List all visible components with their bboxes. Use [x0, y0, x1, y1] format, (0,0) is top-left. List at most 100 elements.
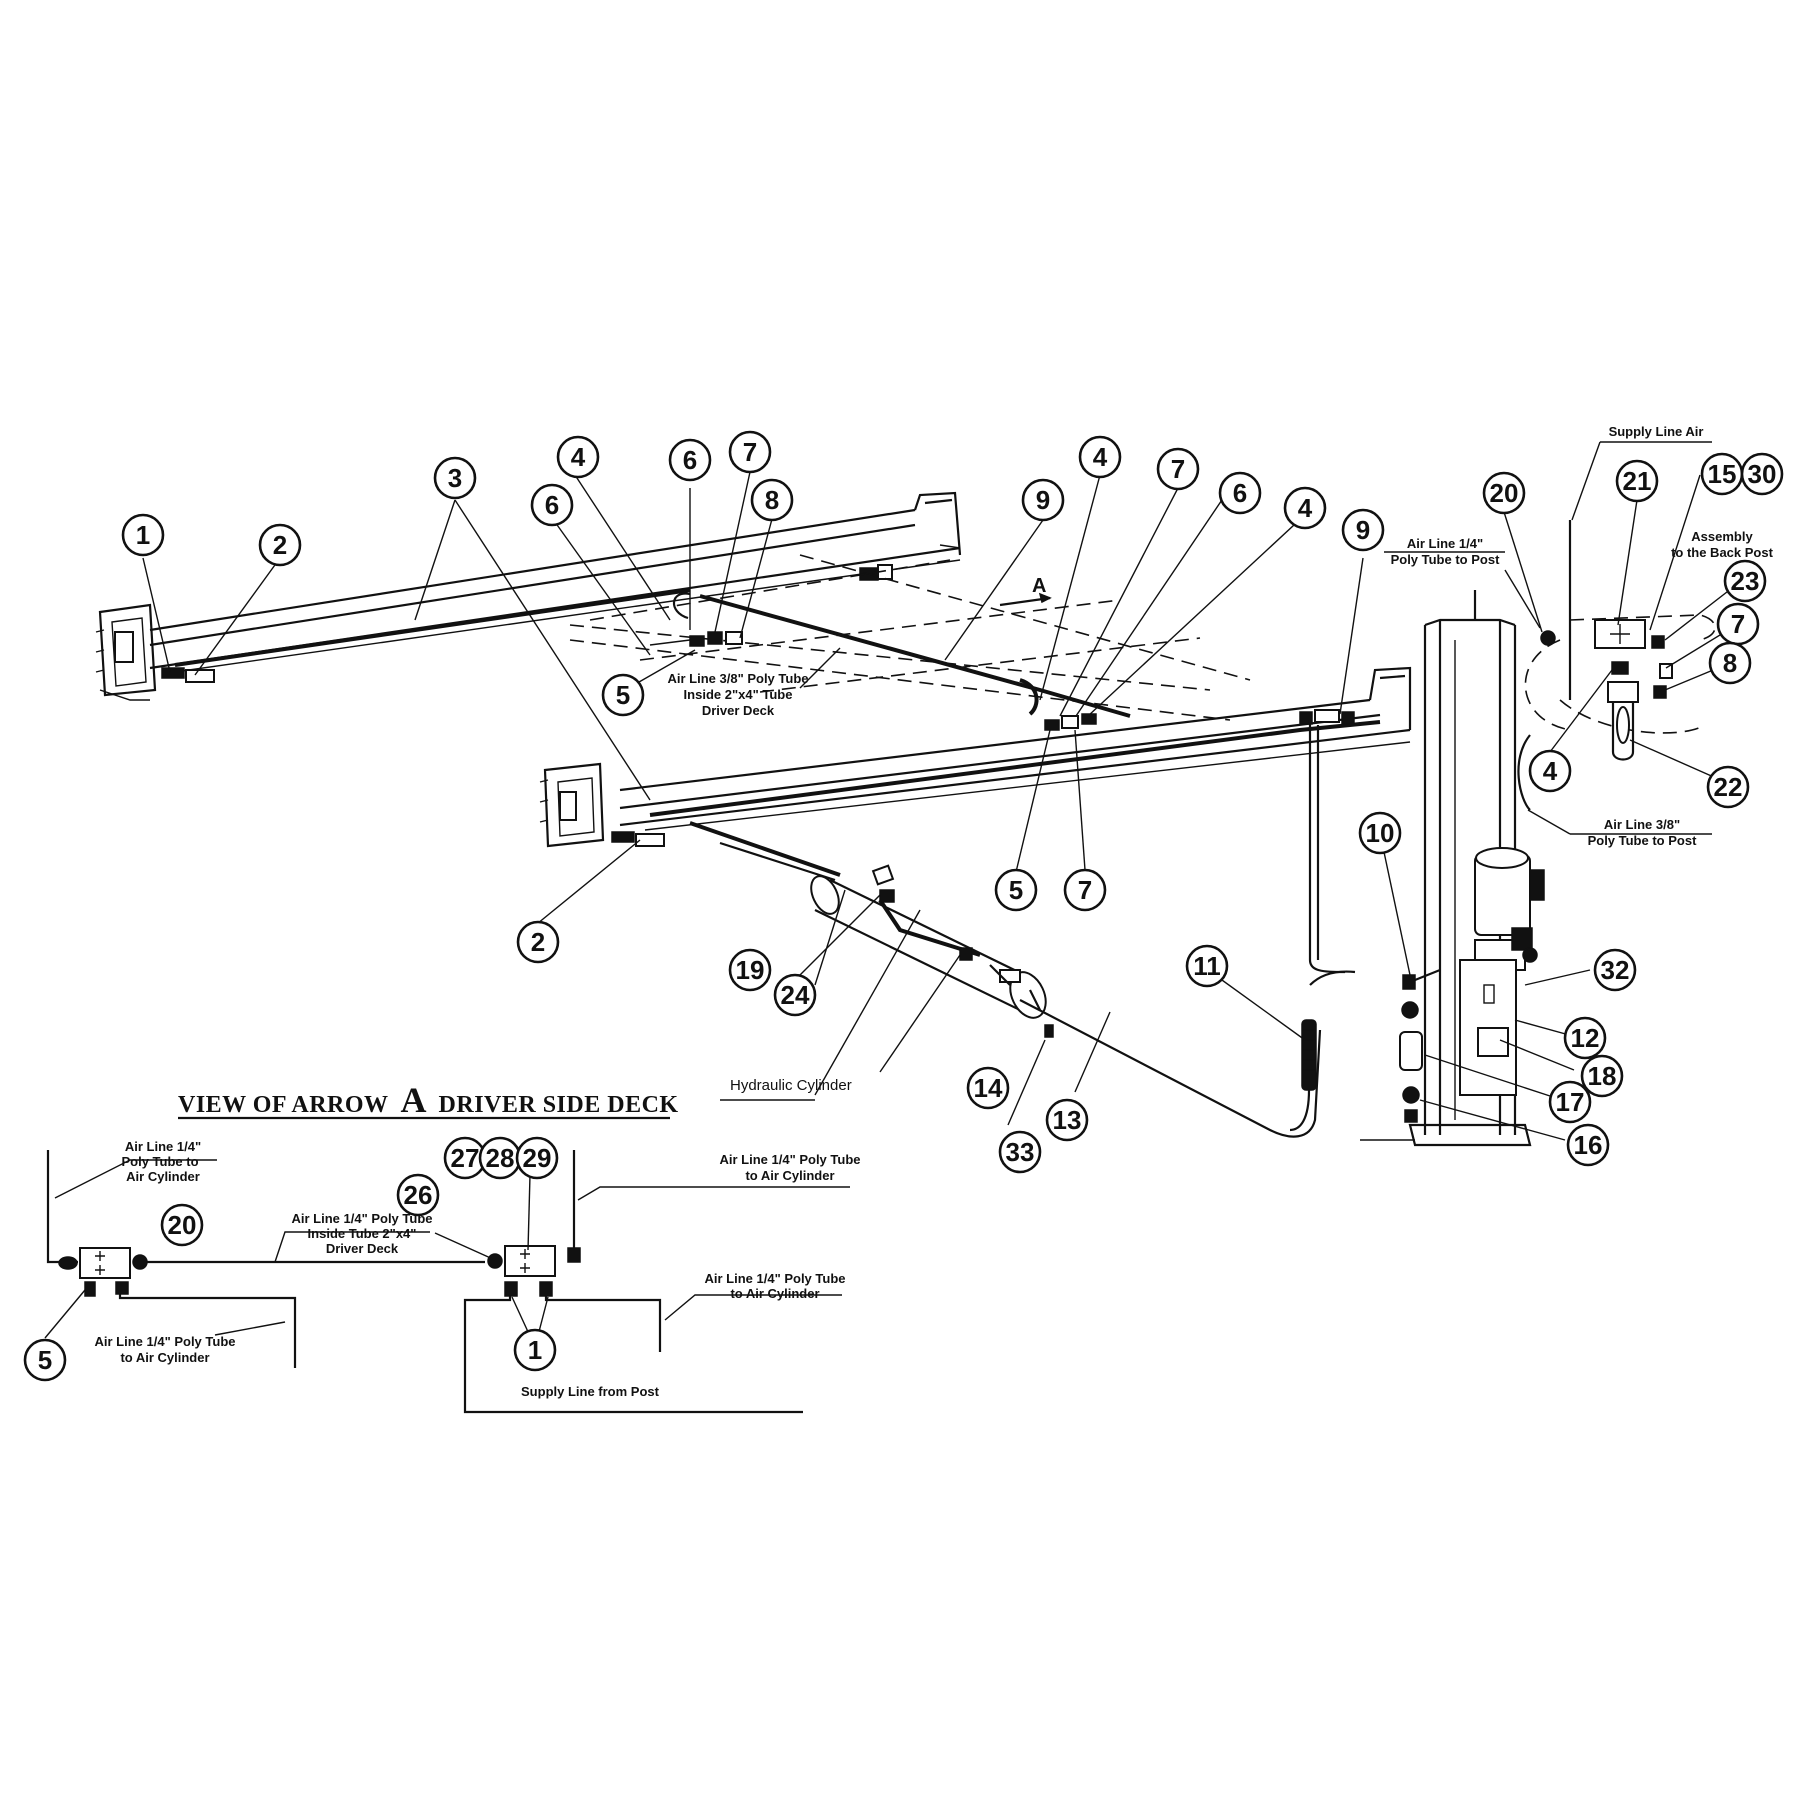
callout-10: 10: [1358, 811, 1402, 855]
inset-callout-28: 28: [478, 1136, 522, 1180]
svg-text:2: 2: [531, 927, 545, 957]
air-line-38-driver-label-3: Driver Deck: [702, 703, 775, 718]
inset-label-c-1: Air Line 1/4" Poly Tube: [719, 1152, 860, 1167]
supply-from-post-label: Supply Line from Post: [521, 1384, 660, 1399]
arrow-a-label: A: [1032, 575, 1046, 597]
inset-label-a-1: Air Line 1/4": [125, 1139, 201, 1154]
svg-text:20: 20: [1490, 478, 1519, 508]
svg-text:8: 8: [1723, 648, 1737, 678]
callout-21: 21: [1615, 459, 1659, 503]
inset-title: VIEW OF ARROW A DRIVER SIDE DECK: [178, 1080, 679, 1120]
svg-text:14: 14: [974, 1073, 1003, 1103]
driver-deck-runway: [95, 491, 962, 701]
callout-7: 7: [728, 430, 772, 474]
callout-23: 23: [1723, 559, 1767, 603]
callout-5b: 5: [994, 868, 1038, 912]
inset-callout-20: 20: [160, 1203, 204, 1247]
front-runway: [539, 666, 1412, 974]
svg-text:10: 10: [1366, 818, 1395, 848]
svg-text:32: 32: [1601, 955, 1630, 985]
svg-text:29: 29: [523, 1143, 552, 1173]
inset-label-a-2: Poly Tube to: [121, 1154, 198, 1169]
callout-9b: 9: [1341, 508, 1385, 552]
air-line-14-post-label-2: Poly Tube to Post: [1391, 552, 1500, 567]
callout-32: 32: [1593, 948, 1637, 992]
arrow-a-indicator: A: [999, 575, 1052, 607]
inset-label-a-3: Air Cylinder: [126, 1169, 200, 1184]
svg-text:26: 26: [404, 1180, 433, 1210]
inset-label-e-1: Air Line 1/4" Poly Tube: [94, 1334, 235, 1349]
hydraulic-cylinder-label: Hydraulic Cylinder: [730, 1077, 852, 1094]
lift-post: [1360, 590, 1545, 1147]
inset-callout-1: 1: [513, 1328, 557, 1372]
svg-text:24: 24: [781, 980, 810, 1010]
inset-label-d-1: Air Line 1/4" Poly Tube: [704, 1271, 845, 1286]
callout-24: 24: [773, 973, 817, 1017]
air-line-38-post-label-2: Poly Tube to Post: [1588, 833, 1697, 848]
callout-4b: 4: [1078, 435, 1122, 479]
svg-text:27: 27: [451, 1143, 480, 1173]
svg-text:7: 7: [743, 437, 757, 467]
svg-text:4: 4: [1298, 493, 1313, 523]
callout-5: 5: [601, 673, 645, 717]
callout-16: 16: [1566, 1123, 1610, 1167]
callout-7d: 7: [1716, 602, 1760, 646]
svg-text:4: 4: [571, 442, 586, 472]
inset-callout-29: 29: [515, 1136, 559, 1180]
assembly-label-1: Assembly: [1691, 529, 1753, 544]
callout-8: 8: [750, 478, 794, 522]
svg-text:6: 6: [545, 490, 559, 520]
callout-33: 33: [998, 1130, 1042, 1174]
svg-text:4: 4: [1543, 756, 1558, 786]
svg-text:9: 9: [1036, 485, 1050, 515]
svg-text:9: 9: [1356, 515, 1370, 545]
callout-17: 17: [1548, 1080, 1592, 1124]
svg-text:15: 15: [1708, 459, 1737, 489]
svg-text:33: 33: [1006, 1137, 1035, 1167]
inset-label-b-3: Driver Deck: [326, 1241, 399, 1256]
coiled-hose: [1289, 970, 1356, 1132]
callout-8b: 8: [1708, 641, 1752, 685]
svg-text:7: 7: [1731, 609, 1745, 639]
callout-4d: 4: [1528, 749, 1572, 793]
svg-text:16: 16: [1574, 1130, 1603, 1160]
hydraulic-cylinder: [689, 821, 1322, 1138]
svg-text:12: 12: [1571, 1023, 1600, 1053]
svg-text:6: 6: [1233, 478, 1247, 508]
callout-14: 14: [966, 1066, 1010, 1110]
callout-9: 9: [1021, 478, 1065, 522]
svg-text:21: 21: [1623, 466, 1652, 496]
callout-19: 19: [728, 948, 772, 992]
air-line-38-driver-label-1: Air Line 3/8" Poly Tube: [667, 671, 808, 686]
callout-20: 20: [1482, 471, 1526, 515]
callout-11: 11: [1185, 944, 1229, 988]
svg-text:4: 4: [1093, 442, 1108, 472]
svg-text:2: 2: [273, 530, 287, 560]
svg-text:19: 19: [736, 955, 765, 985]
callout-7c: 7: [1063, 868, 1107, 912]
inset-callout-27: 27: [443, 1136, 487, 1180]
callout-6b: 6: [668, 438, 712, 482]
svg-text:28: 28: [486, 1143, 515, 1173]
callout-2: 2: [258, 523, 302, 567]
callout-3: 3: [433, 456, 477, 500]
inset-callout-26: 26: [396, 1173, 440, 1217]
callout-30: 30: [1740, 452, 1784, 496]
inset-label-b-2: Inside Tube 2"x4": [308, 1226, 417, 1241]
inset-callout-5: 5: [23, 1338, 67, 1382]
svg-text:7: 7: [1078, 875, 1092, 905]
svg-text:22: 22: [1714, 772, 1743, 802]
svg-text:13: 13: [1053, 1105, 1082, 1135]
center-air-line: [649, 592, 1131, 731]
svg-text:11: 11: [1193, 951, 1221, 981]
svg-text:1: 1: [136, 520, 150, 550]
callout-4c: 4: [1283, 486, 1327, 530]
callout-18: 18: [1580, 1054, 1624, 1098]
air-line-38-driver-label-2: Inside 2"x4" Tube: [684, 687, 793, 702]
svg-text:18: 18: [1588, 1061, 1617, 1091]
callout-12: 12: [1563, 1016, 1607, 1060]
back-post-assembly: [1517, 520, 1716, 811]
svg-text:30: 30: [1748, 459, 1777, 489]
svg-text:5: 5: [1009, 875, 1023, 905]
